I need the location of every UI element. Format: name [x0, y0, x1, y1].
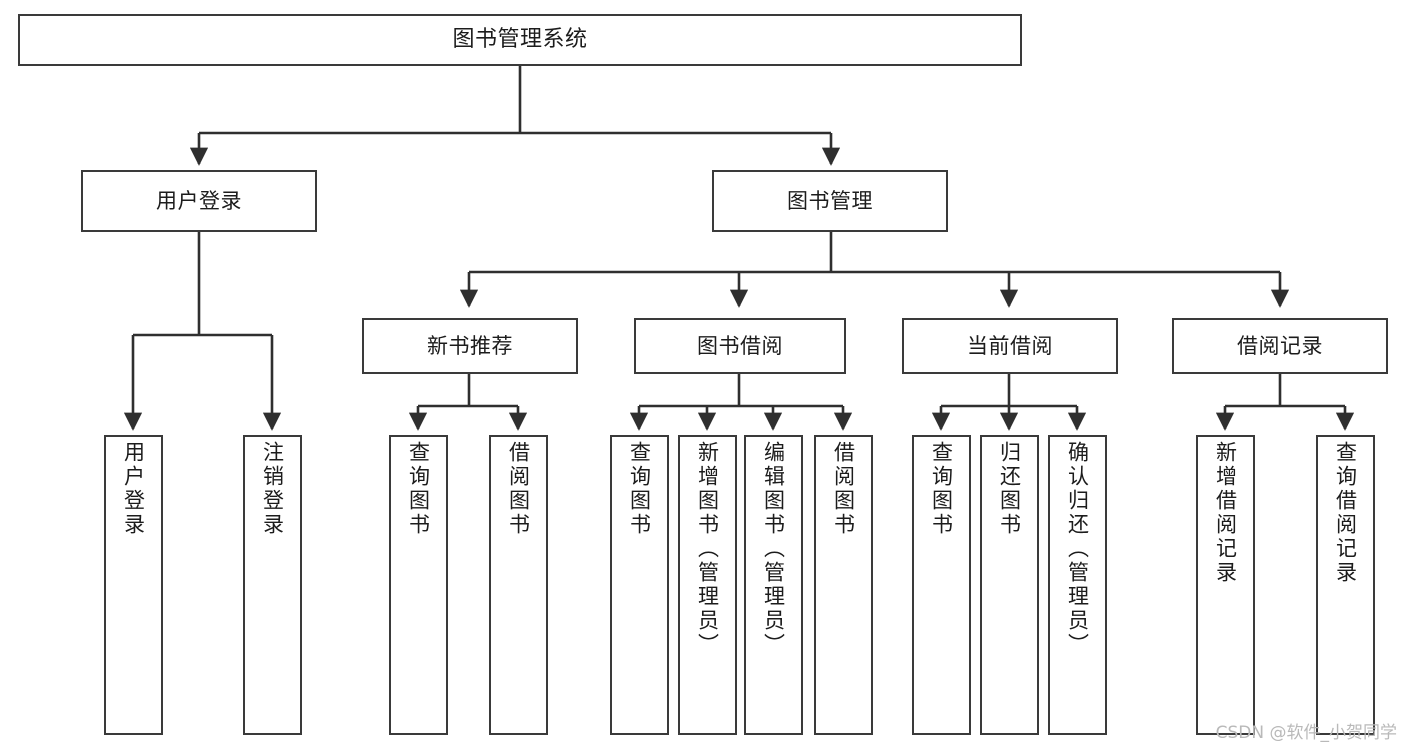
node-leaf-edit-book[interactable]: 编辑图书（管理员） [744, 435, 803, 735]
node-leaf-query-book-1[interactable]: 查询图书 [389, 435, 448, 735]
node-leaf-add-book-label: 新增图书（管理员） [695, 441, 720, 657]
node-leaf-borrow-book-2-label: 借阅图书 [831, 441, 856, 537]
node-book-manage-label: 图书管理 [787, 188, 873, 213]
node-leaf-borrow-book-1-label: 借阅图书 [506, 441, 531, 537]
node-leaf-query-book-2-label: 查询图书 [627, 441, 652, 537]
node-leaf-confirm-return-label: 确认归还（管理员） [1065, 441, 1090, 657]
node-leaf-borrow-book-2[interactable]: 借阅图书 [814, 435, 873, 735]
node-leaf-add-record-label: 新增借阅记录 [1213, 441, 1238, 585]
node-new-book-recommend[interactable]: 新书推荐 [362, 318, 578, 374]
node-leaf-logout-login-label: 注销登录 [260, 441, 285, 537]
node-leaf-return-book-label: 归还图书 [997, 441, 1022, 537]
node-leaf-edit-book-label: 编辑图书（管理员） [761, 441, 786, 657]
node-leaf-query-record-label: 查询借阅记录 [1333, 441, 1358, 585]
node-book-borrow[interactable]: 图书借阅 [634, 318, 846, 374]
node-leaf-borrow-book-1[interactable]: 借阅图书 [489, 435, 548, 735]
node-leaf-return-book[interactable]: 归还图书 [980, 435, 1039, 735]
node-leaf-query-record[interactable]: 查询借阅记录 [1316, 435, 1375, 735]
node-root[interactable]: 图书管理系统 [18, 14, 1022, 66]
node-new-book-recommend-label: 新书推荐 [427, 333, 513, 358]
node-user-login-label: 用户登录 [156, 188, 242, 213]
node-book-borrow-label: 图书借阅 [697, 333, 783, 358]
node-leaf-query-book-3[interactable]: 查询图书 [912, 435, 971, 735]
node-leaf-logout-login[interactable]: 注销登录 [243, 435, 302, 735]
node-leaf-add-record[interactable]: 新增借阅记录 [1196, 435, 1255, 735]
node-user-login[interactable]: 用户登录 [81, 170, 317, 232]
node-leaf-query-book-3-label: 查询图书 [929, 441, 954, 537]
node-borrow-record[interactable]: 借阅记录 [1172, 318, 1388, 374]
node-root-label: 图书管理系统 [452, 27, 588, 53]
csdn-watermark: CSDN @软件_小贺同学 [1215, 723, 1397, 743]
node-current-borrow-label: 当前借阅 [967, 333, 1053, 358]
node-leaf-query-book-2[interactable]: 查询图书 [610, 435, 669, 735]
node-borrow-record-label: 借阅记录 [1237, 333, 1323, 358]
node-leaf-user-login-label: 用户登录 [121, 441, 146, 537]
node-leaf-add-book[interactable]: 新增图书（管理员） [678, 435, 737, 735]
node-current-borrow[interactable]: 当前借阅 [902, 318, 1118, 374]
node-leaf-user-login[interactable]: 用户登录 [104, 435, 163, 735]
node-leaf-confirm-return[interactable]: 确认归还（管理员） [1048, 435, 1107, 735]
node-leaf-query-book-1-label: 查询图书 [406, 441, 431, 537]
node-book-manage[interactable]: 图书管理 [712, 170, 948, 232]
